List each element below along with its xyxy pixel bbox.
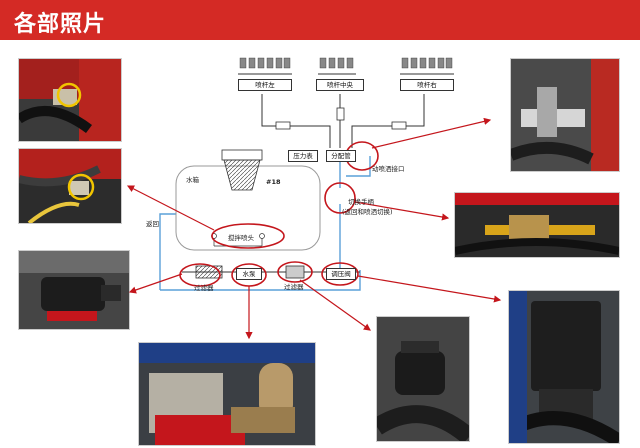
nozzle-group-left [239, 57, 291, 69]
page-title: 各部照片 [14, 12, 107, 37]
tank-label: 水箱 [186, 176, 199, 184]
photo-tank-valve-top-left [18, 58, 122, 142]
highlight-regulator-valve [321, 262, 359, 286]
fitting-right [391, 121, 407, 130]
photo-distributor-valve [510, 58, 620, 172]
tank-filter-basket-icon [223, 159, 261, 191]
pressure-gauge-label: 压力表 [288, 150, 318, 162]
fitting-center [336, 107, 345, 121]
photo-pump [138, 342, 316, 446]
nozzle-group-right [401, 57, 453, 69]
tank-lid [221, 149, 263, 161]
photo-regulator-valve [508, 290, 620, 444]
tank-number-label: #18 [266, 178, 281, 186]
auto-spray-port-label: 动喷洒接口 [372, 165, 405, 173]
filter-right-icon [285, 265, 305, 279]
agitator-nozzle-icons [211, 233, 265, 247]
filter-left-label: 过滤器 [194, 284, 214, 292]
filter-right-label: 过滤器 [284, 283, 304, 291]
agitator-nozzle-label: 搅拌喷头 [228, 234, 254, 242]
boom-right-label: 喷杆右 [400, 79, 454, 91]
fitting-left [275, 121, 291, 130]
switch-handle-label: 切换手柄 [348, 198, 374, 206]
photo-switch-handle [454, 192, 620, 258]
highlight-agitator [211, 223, 285, 249]
switch-handle-note: (返回和喷洒切换) [342, 208, 393, 216]
pump-label: 水泵 [236, 268, 262, 280]
regulator-valve-label: 调压阀 [326, 268, 356, 280]
header-bar: 各部照片 [0, 0, 640, 40]
distributor-valve-label: 分配管 [326, 150, 356, 162]
highlight-switch-handle [324, 182, 356, 214]
highlight-filter-right [277, 261, 313, 283]
boom-center-label: 喷杆中央 [316, 79, 364, 91]
return-line-label: 返回 [146, 220, 159, 228]
nozzle-group-center [319, 57, 354, 69]
photo-filter-left [18, 250, 130, 330]
boom-left-label: 喷杆左 [238, 79, 292, 91]
photo-filter-right [376, 316, 470, 442]
photo-tank-valve-bottom-left [18, 148, 122, 224]
filter-left-icon [195, 265, 223, 279]
